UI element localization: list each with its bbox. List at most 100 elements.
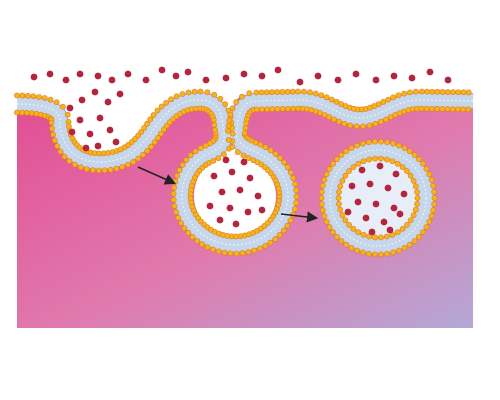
cargo-particle xyxy=(236,186,244,194)
lipid-head xyxy=(258,89,265,96)
lipid-head xyxy=(257,141,264,148)
lipid-head xyxy=(274,106,281,112)
lipid-head xyxy=(343,241,350,248)
lipid-head xyxy=(277,155,283,161)
lipid-head xyxy=(229,105,236,112)
lipid-head xyxy=(246,90,253,97)
lipid-head xyxy=(321,112,328,118)
lipid-head xyxy=(355,229,362,236)
lipid-head xyxy=(396,142,402,149)
lipid-head xyxy=(53,99,60,106)
lipid-head xyxy=(406,148,413,155)
lipid-head xyxy=(412,183,419,190)
lipid-head xyxy=(83,166,90,172)
lipid-head xyxy=(401,245,408,251)
lipid-head xyxy=(390,94,397,101)
lipid-head xyxy=(365,139,372,146)
lipid-head xyxy=(124,161,131,168)
cargo-particle xyxy=(142,76,150,84)
lipid-head xyxy=(411,152,418,158)
cargo-particle xyxy=(116,90,124,98)
cargo-particle xyxy=(384,184,392,192)
cargo-particle xyxy=(46,70,54,78)
lipid-head xyxy=(307,89,313,96)
cargo-particle xyxy=(62,76,70,84)
cargo-particle xyxy=(86,130,94,138)
cargo-particle xyxy=(112,138,120,146)
lipid-head xyxy=(359,140,366,147)
lipid-head xyxy=(210,246,216,253)
lipid-head xyxy=(140,152,146,158)
lipid-head xyxy=(360,231,367,238)
lipid-head xyxy=(197,88,204,95)
lipid-head xyxy=(455,89,462,96)
lipid-head xyxy=(234,149,241,156)
lipid-head xyxy=(241,130,248,137)
cargo-particle xyxy=(210,172,218,180)
lipid-head xyxy=(460,89,467,96)
lipid-head xyxy=(410,177,417,184)
lipid-head xyxy=(326,114,333,121)
lipid-head xyxy=(138,128,145,135)
lipid-head xyxy=(141,125,148,131)
lipid-head xyxy=(430,207,437,214)
lipid-head xyxy=(414,200,420,207)
lipid-head xyxy=(380,98,387,105)
lipid-head xyxy=(301,88,307,95)
lipid-head xyxy=(30,93,37,100)
lipid-head xyxy=(423,165,430,172)
extracellular-particles xyxy=(30,66,452,236)
cargo-particle xyxy=(96,114,104,122)
lipid-head xyxy=(333,98,340,105)
lipid-head xyxy=(431,195,438,201)
cargo-particle xyxy=(172,72,180,80)
lipid-head xyxy=(293,187,300,194)
lipid-head xyxy=(163,99,170,106)
lipid-head xyxy=(343,148,350,155)
lipid-head xyxy=(413,88,419,95)
lipid-head xyxy=(323,94,330,101)
lipid-head xyxy=(210,116,217,123)
lipid-head xyxy=(284,88,291,95)
lipid-head xyxy=(185,230,192,236)
cargo-particle xyxy=(258,72,266,80)
lipid-head xyxy=(144,147,151,154)
lipid-head xyxy=(389,158,396,165)
lipid-head xyxy=(224,127,231,134)
lipid-head xyxy=(281,159,287,166)
cargo-particle xyxy=(372,76,380,84)
lipid-head xyxy=(450,89,456,96)
lipid-head xyxy=(215,155,222,162)
lipid-head xyxy=(154,134,161,141)
cargo-particle xyxy=(202,76,210,84)
lipid-head xyxy=(420,229,426,236)
lipid-head xyxy=(385,96,391,103)
lipid-head xyxy=(225,136,232,143)
lipid-head xyxy=(406,241,413,248)
lipid-head xyxy=(48,119,55,126)
plasma-membrane xyxy=(14,88,474,257)
lipid-head xyxy=(57,148,64,155)
lipid-head xyxy=(215,248,222,255)
lipid-head xyxy=(293,199,299,206)
lipid-head xyxy=(372,138,378,145)
cargo-particle xyxy=(344,208,352,216)
lipid-head xyxy=(23,109,30,116)
lipid-head xyxy=(434,88,441,95)
lipid-head xyxy=(233,250,240,257)
cargo-particle xyxy=(108,76,116,84)
lipid-head xyxy=(14,109,20,116)
lipid-head xyxy=(353,123,360,130)
lipid-head xyxy=(245,249,252,255)
lipid-head xyxy=(428,177,435,183)
lipid-head xyxy=(14,92,20,99)
lipid-head xyxy=(279,105,286,112)
lipid-head xyxy=(318,195,325,201)
lipid-head xyxy=(170,190,177,197)
cargo-particle xyxy=(94,72,102,80)
lipid-head xyxy=(171,203,178,209)
cargo-particle xyxy=(396,210,404,218)
lipid-head xyxy=(384,139,391,146)
extracellular-space xyxy=(0,0,500,236)
cargo-particle xyxy=(366,180,374,188)
